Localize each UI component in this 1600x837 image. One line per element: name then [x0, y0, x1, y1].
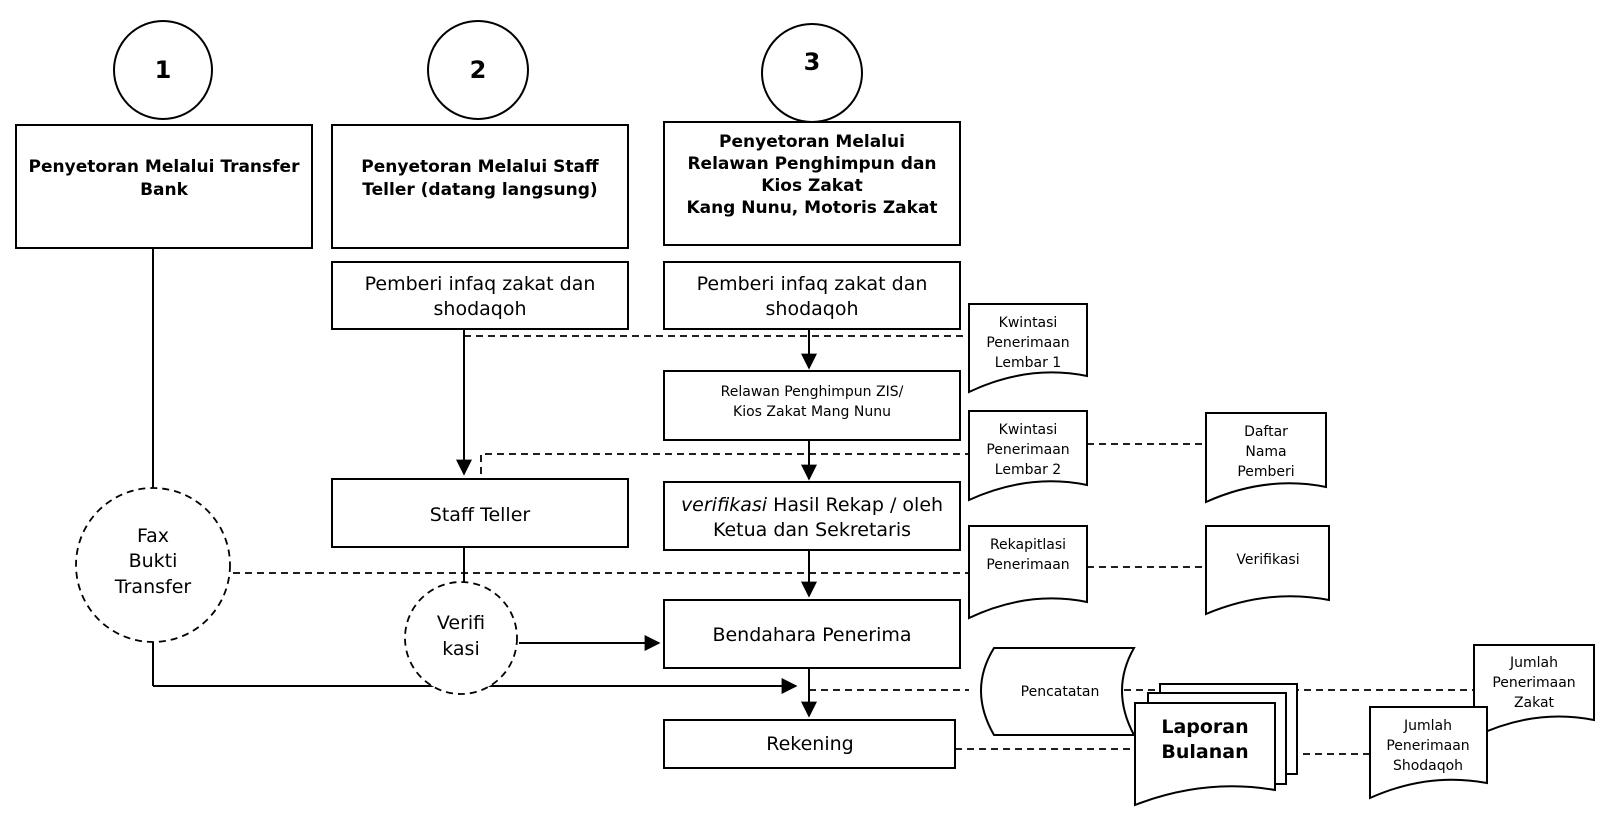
dash-kwitansi2: [480, 453, 969, 474]
relawan-line-2: Kios Zakat Mang Nunu: [733, 404, 891, 420]
kwitansi-2-line-2: Penerimaan: [986, 442, 1069, 458]
step-3-circle: 3: [761, 23, 863, 123]
fax-circle: Fax Bukti Transfer: [75, 487, 231, 643]
doc-rekapitulasi: Rekapitlasi Penerimaan: [968, 525, 1088, 620]
jumlah-zakat-line-2: Penerimaan: [1492, 675, 1575, 691]
fax-line-3: Transfer: [114, 576, 192, 598]
verifikasi-rekap-line-1: verifikasi Hasil Rekap / oleh: [681, 494, 943, 516]
step-3-number: 3: [804, 48, 821, 76]
doc-verifikasi: Verifikasi: [1205, 525, 1330, 616]
verifi-circle: Verifi kasi: [404, 581, 518, 695]
kwitansi-1-line-1: Kwintasi: [999, 315, 1058, 331]
pemberi-3-line-1: Pemberi infaq zakat dan: [697, 273, 928, 295]
rekapitulasi-line-1: Rekapitlasi: [990, 537, 1066, 553]
step-2-title-line-2: Teller (datang langsung): [362, 180, 597, 200]
kwitansi-2-line-3: Lembar 2: [995, 462, 1061, 478]
connectors: [152, 248, 1474, 755]
laporan-line-2: Bulanan: [1161, 741, 1248, 763]
doc-jumlah-zakat: Jumlah Penerimaan Zakat: [1473, 644, 1595, 739]
process-staff-teller: Staff Teller: [331, 478, 629, 548]
step-1-title-line-2: Bank: [140, 180, 189, 200]
verifikasi-italic: verifikasi: [681, 494, 768, 516]
bendahara-label: Bendahara Penerima: [712, 624, 911, 646]
verifi-line-1: Verifi: [437, 612, 485, 634]
step-3-title-line-1: Penyetoran Melalui: [719, 132, 905, 152]
staff-teller-label: Staff Teller: [430, 504, 531, 526]
jumlah-shodaqoh-line-2: Penerimaan: [1386, 738, 1469, 754]
verifikasi-doc-label: Verifikasi: [1236, 552, 1299, 568]
process-relawan: Relawan Penghimpun ZIS/ Kios Zakat Mang …: [663, 370, 961, 441]
process-bendahara: Bendahara Penerima: [663, 599, 961, 669]
process-verifikasi-rekap: verifikasi Hasil Rekap / oleh Ketua dan …: [663, 481, 961, 551]
laporan-bulanan: Laporan Bulanan: [1134, 683, 1298, 807]
doc-jumlah-shodaqoh: Jumlah Penerimaan Shodaqoh: [1369, 706, 1488, 800]
kwitansi-1-line-2: Penerimaan: [986, 335, 1069, 351]
kwitansi-1-line-3: Lembar 1: [995, 355, 1061, 371]
doc-kwitansi-1: Kwintasi Penerimaan Lembar 1: [968, 303, 1088, 394]
kwitansi-2-line-1: Kwintasi: [999, 422, 1058, 438]
pemberi-2-line-2: shodaqoh: [434, 298, 527, 320]
step-2-header: Penyetoran Melalui Staff Teller (datang …: [331, 124, 629, 249]
verifi-line-2: kasi: [442, 638, 480, 660]
verifikasi-rest: Hasil Rekap / oleh: [767, 494, 943, 516]
pencatatan-storage: Pencatatan: [980, 647, 1136, 736]
step-2-number: 2: [470, 56, 487, 84]
relawan-line-1: Relawan Penghimpun ZIS/: [721, 384, 904, 400]
step-1-circle: 1: [113, 20, 213, 120]
jumlah-shodaqoh-line-3: Shodaqoh: [1393, 758, 1463, 774]
process-pemberi-2: Pemberi infaq zakat dan shodaqoh: [331, 261, 629, 330]
step-1-number: 1: [155, 56, 172, 84]
step-3-title-line-4: Kang Nunu, Motoris Zakat: [686, 198, 937, 218]
step-2-circle: 2: [427, 20, 529, 120]
step-2-title-line-1: Penyetoran Melalui Staff: [361, 157, 599, 177]
pemberi-3-line-2: shodaqoh: [766, 298, 859, 320]
step-3-title-line-2: Relawan Penghimpun dan: [687, 154, 936, 174]
rekening-label: Rekening: [766, 733, 853, 755]
pemberi-2-line-1: Pemberi infaq zakat dan: [365, 273, 596, 295]
jumlah-zakat-line-1: Jumlah: [1509, 655, 1558, 671]
step-3-header: Penyetoran Melalui Relawan Penghimpun da…: [663, 121, 961, 246]
verifikasi-rekap-line-2: Ketua dan Sekretaris: [713, 519, 911, 541]
jumlah-zakat-line-3: Zakat: [1514, 695, 1555, 711]
process-rekening: Rekening: [663, 719, 956, 769]
daftar-line-3: Pemberi: [1237, 464, 1294, 480]
fax-line-1: Fax: [137, 525, 169, 547]
process-pemberi-3: Pemberi infaq zakat dan shodaqoh: [663, 261, 961, 330]
laporan-line-1: Laporan: [1161, 716, 1248, 738]
fax-line-2: Bukti: [129, 550, 178, 572]
step-3-title-line-3: Kios Zakat: [761, 176, 862, 196]
pencatatan-label: Pencatatan: [1021, 684, 1100, 700]
doc-kwitansi-2: Kwintasi Penerimaan Lembar 2: [968, 410, 1088, 502]
step-1-header: Penyetoran Melalui Transfer Bank: [15, 124, 313, 249]
step-1-title-line-1: Penyetoran Melalui Transfer: [29, 157, 301, 177]
daftar-line-2: Nama: [1245, 444, 1286, 460]
doc-daftar: Daftar Nama Pemberi: [1205, 412, 1327, 504]
jumlah-shodaqoh-line-1: Jumlah: [1403, 718, 1452, 734]
daftar-line-1: Daftar: [1244, 424, 1288, 440]
rekapitulasi-line-2: Penerimaan: [986, 557, 1069, 573]
